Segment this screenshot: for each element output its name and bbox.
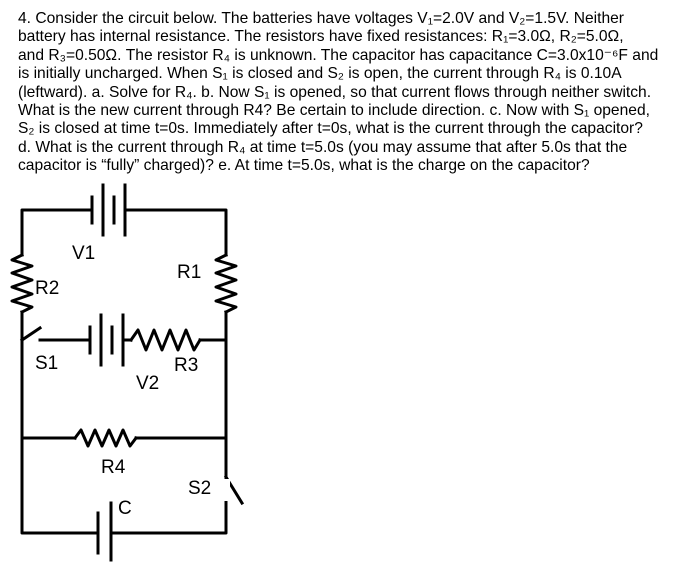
label-r4: R4 bbox=[101, 457, 126, 478]
resistor-r2-symbol bbox=[10, 252, 34, 315]
switch-s1-blade bbox=[19, 325, 43, 343]
problem-line-1: 4. Consider the circuit below. The batte… bbox=[18, 10, 624, 27]
resistor-r1-symbol bbox=[214, 252, 238, 315]
battery-v2-symbol bbox=[73, 313, 133, 367]
problem-line-9: capacitor is “fully” charged)? e. At tim… bbox=[18, 157, 590, 175]
top-wire-right bbox=[133, 208, 228, 257]
right-wire-mid bbox=[128, 310, 228, 535]
problem-line-5: (leftward). a. Solve for R₄. b. Now S₁ i… bbox=[18, 83, 652, 101]
capacitor-c-symbol bbox=[96, 501, 132, 562]
s2-gap bbox=[222, 479, 230, 501]
problem-line-6: What is the new current through R4? Be c… bbox=[18, 102, 650, 120]
label-c: C bbox=[118, 498, 132, 519]
label-s1: S1 bbox=[35, 353, 58, 374]
label-s2: S2 bbox=[188, 478, 211, 499]
resistor-r4-symbol bbox=[72, 428, 139, 448]
label-r2: R2 bbox=[35, 278, 59, 299]
problem-line-8: d. What is the current through R₄ at tim… bbox=[18, 138, 628, 156]
problem-line-2: battery has internal resistance. The res… bbox=[18, 28, 624, 46]
label-r3: R3 bbox=[174, 355, 198, 376]
label-r1: R1 bbox=[177, 262, 201, 283]
battery-v1-symbol bbox=[90, 183, 137, 237]
top-wire-left bbox=[20, 208, 94, 257]
problem-line-7: S₂ is closed at time t=0s. Immediately a… bbox=[18, 120, 643, 138]
label-v1: V1 bbox=[72, 243, 95, 264]
label-v2: V2 bbox=[136, 373, 159, 394]
problem-line-3: and R₃=0.50Ω. The resistor R₄ is unknown… bbox=[18, 46, 659, 64]
problem-statement: 4. Consider the circuit below. The batte… bbox=[18, 10, 688, 176]
resistor-r3-symbol bbox=[128, 328, 203, 352]
left-wire-lower bbox=[20, 338, 100, 535]
problem-line-4: is initially uncharged. When S₁ is close… bbox=[18, 65, 622, 83]
